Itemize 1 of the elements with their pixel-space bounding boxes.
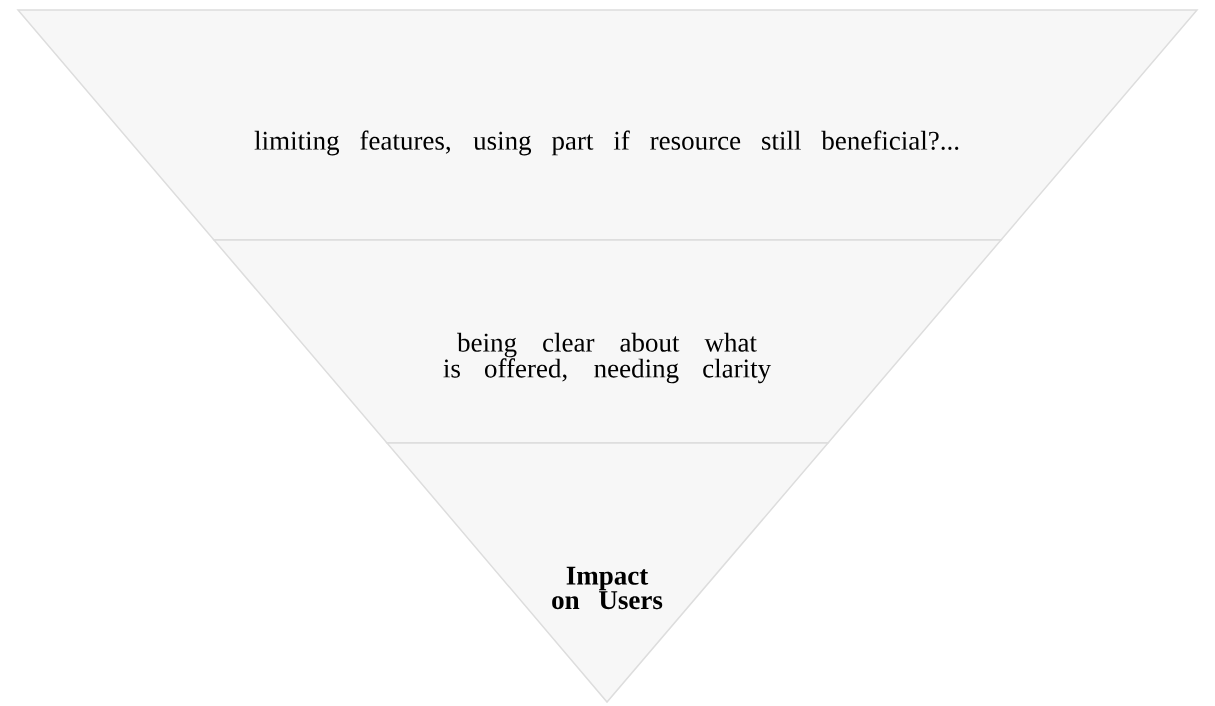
node-label: Impact on Users xyxy=(552,566,663,610)
